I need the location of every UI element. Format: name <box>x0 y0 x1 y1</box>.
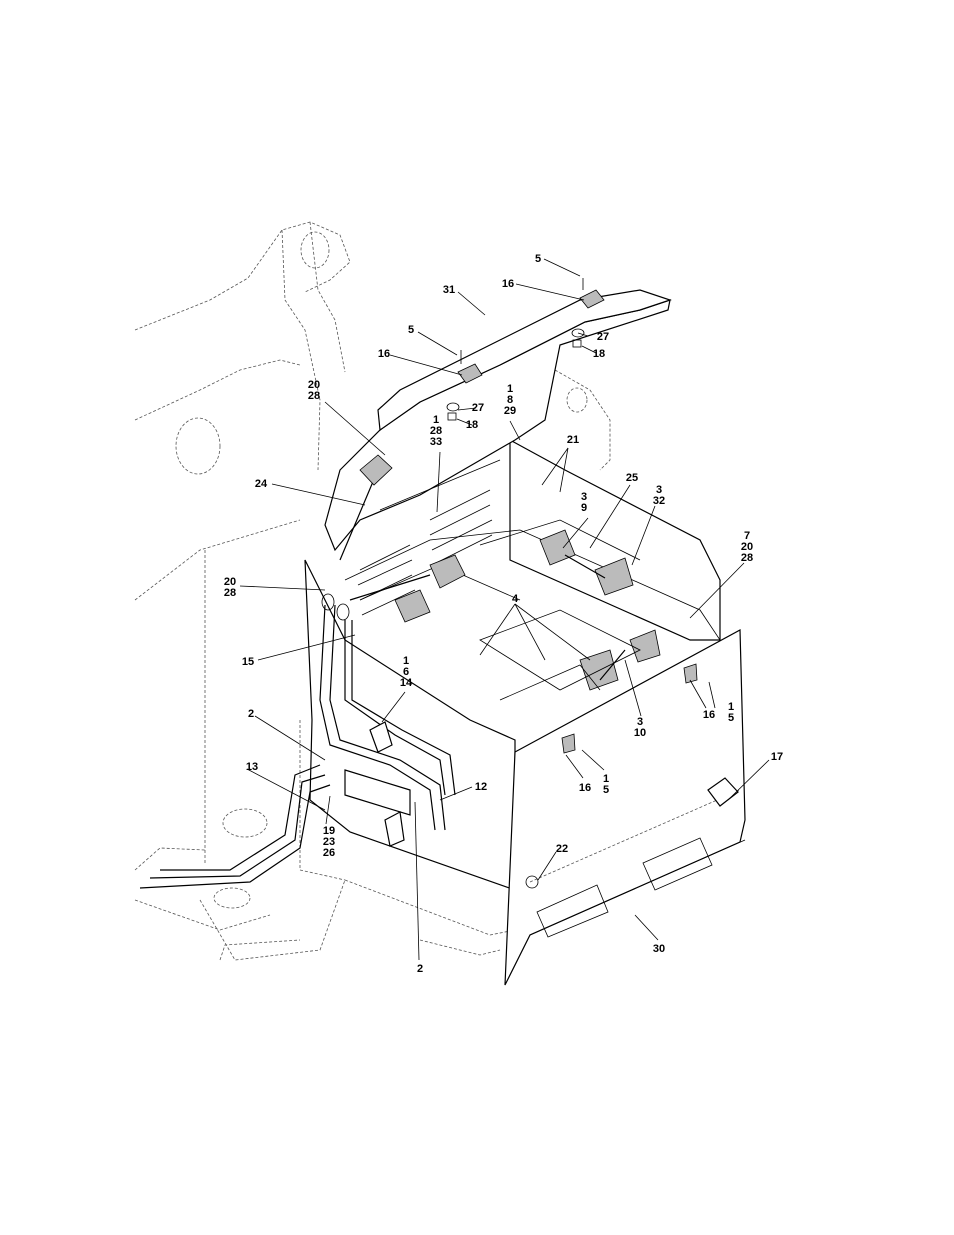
callout-c16b: 16 <box>378 348 390 360</box>
callout-c13: 13 <box>246 761 258 773</box>
callout-c2b: 2 <box>417 963 423 975</box>
callout-line: 17 <box>771 751 783 763</box>
callout-c5b: 5 <box>408 324 414 336</box>
callout-c16a: 16 <box>502 278 514 290</box>
callout-line: 16 <box>502 278 514 290</box>
callout-line: 18 <box>466 419 478 431</box>
callout-c21: 21 <box>567 434 579 446</box>
callout-c12: 12 <box>475 781 487 793</box>
battery-box-body <box>305 440 745 985</box>
callout-line: 13 <box>246 761 258 773</box>
callout-c18b: 18 <box>466 419 478 431</box>
callout-c16d: 16 <box>579 782 591 794</box>
callout-line: 30 <box>653 943 665 955</box>
callout-line: 15 <box>242 656 254 668</box>
callout-c18a: 18 <box>593 348 605 360</box>
callout-line: 2 <box>417 963 423 975</box>
callout-c30: 30 <box>653 943 665 955</box>
callout-line: 28 <box>308 390 320 402</box>
callout-line: 5 <box>408 324 414 336</box>
callout-c27b: 27 <box>472 402 484 414</box>
callout-line: 31 <box>443 284 455 296</box>
callout-line: 26 <box>323 847 335 859</box>
callout-line: 18 <box>593 348 605 360</box>
callout-line: 5 <box>535 253 541 265</box>
callout-line: 10 <box>634 727 646 739</box>
callout-line: 16 <box>703 709 715 721</box>
callout-c24: 24 <box>255 478 268 490</box>
callout-c17: 17 <box>771 751 783 763</box>
callout-line: 4 <box>512 593 519 605</box>
callout-line: 28 <box>224 587 236 599</box>
callout-c25: 25 <box>626 472 638 484</box>
callout-line: 29 <box>504 405 516 417</box>
callout-line: 28 <box>741 552 753 564</box>
callout-line: 27 <box>472 402 484 414</box>
callout-line: 27 <box>597 331 609 343</box>
callout-c15: 15 <box>242 656 254 668</box>
callout-line: 24 <box>255 478 268 490</box>
callout-c2a: 2 <box>248 708 254 720</box>
callout-line: 21 <box>567 434 579 446</box>
callout-line: 25 <box>626 472 638 484</box>
callout-line: 32 <box>653 495 665 507</box>
callout-c16c: 16 <box>703 709 715 721</box>
callout-line: 14 <box>400 677 413 689</box>
callout-line: 16 <box>378 348 390 360</box>
callout-c22: 22 <box>556 843 568 855</box>
callout-c5a: 5 <box>535 253 541 265</box>
callout-c27a: 27 <box>597 331 609 343</box>
callout-line: 16 <box>579 782 591 794</box>
callout-c31: 31 <box>443 284 455 296</box>
callout-c4: 4 <box>512 593 519 605</box>
callout-line: 33 <box>430 436 442 448</box>
callout-line: 22 <box>556 843 568 855</box>
callout-line: 9 <box>581 502 587 514</box>
callout-line: 2 <box>248 708 254 720</box>
callout-line: 5 <box>603 784 609 796</box>
callout-line: 5 <box>728 712 734 724</box>
callout-line: 12 <box>475 781 487 793</box>
